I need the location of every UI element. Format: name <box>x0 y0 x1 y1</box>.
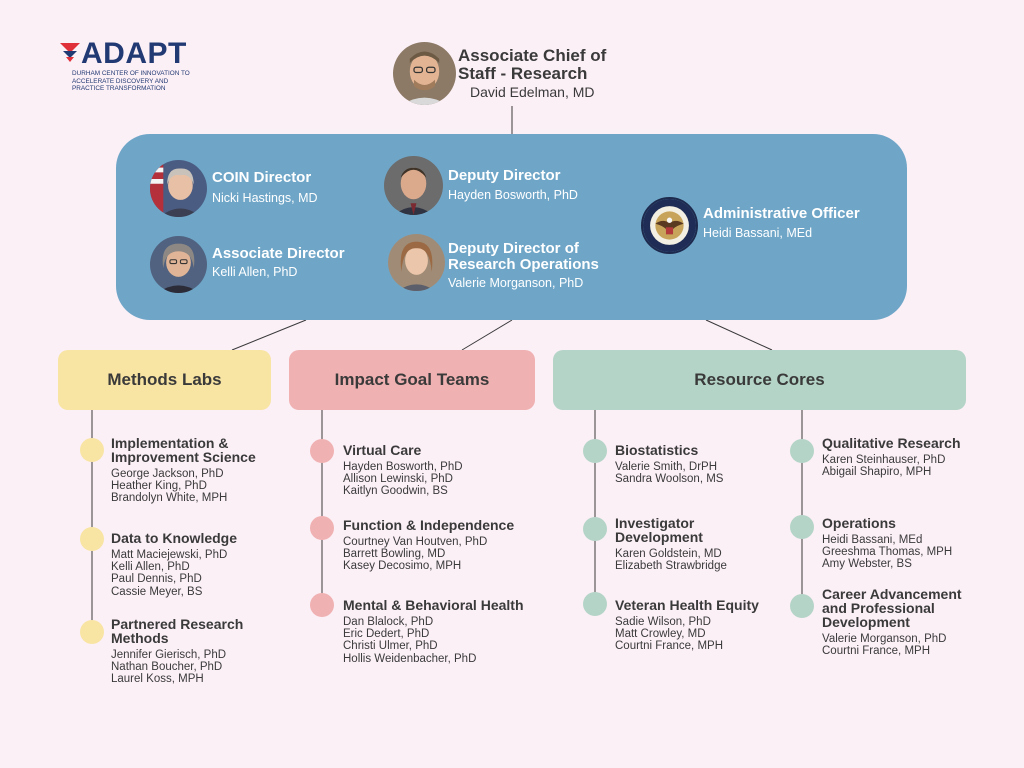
item-title: Mental & Behavioral Health <box>343 597 524 613</box>
resource-dot-2 <box>583 517 607 541</box>
resource-item-career-advancement: Career Advancement and Professional Deve… <box>822 587 982 657</box>
impact-item-virtual-care: Virtual Care Hayden Bosworth, PhD Alliso… <box>343 443 533 498</box>
resource-item-investigator-development: Investigator Development Karen Goldstein… <box>615 516 765 572</box>
flag-chevron-icon <box>60 43 80 62</box>
portrait-photo-coin-director <box>150 160 207 217</box>
member-name: Hayden Bosworth, PhD <box>343 461 463 473</box>
methods-labs-header: Methods Labs <box>58 350 271 410</box>
member-name: Matt Crowley, MD <box>615 628 706 641</box>
member-name: Courtni France, MPH <box>822 645 931 658</box>
item-title: Virtual Care <box>343 442 422 458</box>
item-title: Biostatistics <box>615 442 699 458</box>
logo-subtitle: DURHAM CENTER OF INNOVATION TO ACCELERAT… <box>72 70 190 92</box>
member-name: Jennifer Gierisch, PhD <box>111 649 227 661</box>
member-name: Karen Steinhauser, PhD <box>822 454 946 466</box>
member-name: Courtney Van Houtven, PhD <box>343 536 488 548</box>
methods-item-data-to-knowledge: Data to Knowledge Matt Maciejewski, PhD … <box>111 531 291 598</box>
admin-officer-title: Administrative Officer <box>703 205 860 222</box>
impact-dot-1 <box>310 439 334 463</box>
logo-name: ADAPT <box>81 37 187 70</box>
member-name: Greeshma Thomas, MPH <box>822 546 953 559</box>
resource-item-veteran-health-equity: Veteran Health Equity Sadie Wilson, PhD … <box>615 598 795 653</box>
item-title: Veteran Health Equity <box>615 597 759 613</box>
va-seal-icon <box>641 197 698 254</box>
deputy-director-ops-title: Deputy Director of Research Operations <box>448 240 599 273</box>
member-name: Kelli Allen, PhD <box>111 561 190 574</box>
resource-item-biostatistics: Biostatistics Valerie Smith, DrPH Sandra… <box>615 443 795 485</box>
resource-dot-1 <box>583 439 607 463</box>
member-name: Kasey Decosimo, MPH <box>343 560 462 573</box>
methods-item-implementation: Implementation & Improvement Science Geo… <box>111 436 291 505</box>
item-title: Partnered Research Methods <box>111 616 244 646</box>
item-title: Investigator Development <box>615 515 703 545</box>
member-name: Amy Webster, BS <box>822 558 912 571</box>
member-name: Sandra Woolson, MS <box>615 473 724 486</box>
item-title: Career Advancement and Professional Deve… <box>822 586 962 630</box>
adapt-logo: ADAPT DURHAM CENTER OF INNOVATION TO ACC… <box>60 37 200 93</box>
resource-dot-4 <box>790 439 814 463</box>
acos-name: David Edelman, MD <box>470 84 595 100</box>
member-name: Courtni France, MPH <box>615 640 724 653</box>
admin-officer-name: Heidi Bassani, MEd <box>703 226 813 240</box>
portrait-photo-deputy-director <box>384 156 443 215</box>
impact-dot-3 <box>310 593 334 617</box>
member-name: Kaitlyn Goodwin, BS <box>343 485 448 498</box>
member-name: Brandolyn White, MPH <box>111 492 228 505</box>
impact-item-function: Function & Independence Courtney Van Hou… <box>343 518 533 573</box>
coin-director-title: COIN Director <box>212 169 312 186</box>
leadership-box <box>116 134 907 320</box>
resource-dot-3 <box>583 592 607 616</box>
member-name: Barrett Bowling, MD <box>343 548 446 561</box>
resource-item-qualitative-research: Qualitative Research Karen Steinhauser, … <box>822 436 962 478</box>
item-title: Data to Knowledge <box>111 530 238 546</box>
member-name: Abigail Shapiro, MPH <box>822 466 932 479</box>
member-name: Nathan Boucher, PhD <box>111 661 223 674</box>
member-name: Hollis Weidenbacher, PhD <box>343 652 477 665</box>
member-name: Eric Dedert, PhD <box>343 628 430 641</box>
member-name: Cassie Meyer, BS <box>111 585 203 598</box>
associate-director-name: Kelli Allen, PhD <box>212 265 298 279</box>
acos-title: Associate Chief of Staff - Research <box>458 46 607 83</box>
resource-dot-6 <box>790 594 814 618</box>
impact-item-mental-health: Mental & Behavioral Health Dan Blalock, … <box>343 598 543 665</box>
item-title: Qualitative Research <box>822 435 961 451</box>
resource-cores-header: Resource Cores <box>553 350 966 410</box>
deputy-director-title: Deputy Director <box>448 167 561 184</box>
item-title: Function & Independence <box>343 517 515 533</box>
methods-item-partnered: Partnered Research Methods Jennifer Gier… <box>111 617 291 686</box>
resource-item-operations: Operations Heidi Bassani, MEd Greeshma T… <box>822 516 1002 571</box>
member-name: Karen Goldstein, MD <box>615 548 722 560</box>
deputy-director-name: Hayden Bosworth, PhD <box>448 188 578 202</box>
resource-dot-5 <box>790 515 814 539</box>
portrait-photo-associate-director <box>150 236 207 293</box>
portrait-photo-acos <box>393 42 456 105</box>
impact-goal-teams-header: Impact Goal Teams <box>289 350 535 410</box>
item-title: Operations <box>822 515 896 531</box>
associate-director-title: Associate Director <box>212 245 345 262</box>
methods-dot-3 <box>80 620 104 644</box>
member-name: Valerie Morganson, PhD <box>822 633 947 645</box>
item-title: Implementation & Improvement Science <box>111 435 256 465</box>
member-name: Dan Blalock, PhD <box>343 616 434 628</box>
portrait-photo-deputy-director-ops <box>388 234 445 291</box>
member-name: Elizabeth Strawbridge <box>615 560 727 573</box>
coin-director-name: Nicki Hastings, MD <box>212 191 318 205</box>
member-name: Laurel Koss, MPH <box>111 673 204 686</box>
member-name: Valerie Smith, DrPH <box>615 461 718 473</box>
member-name: Matt Maciejewski, PhD <box>111 549 228 561</box>
impact-dot-2 <box>310 516 334 540</box>
methods-dot-1 <box>80 438 104 462</box>
member-name: Heather King, PhD <box>111 480 207 493</box>
methods-dot-2 <box>80 527 104 551</box>
member-name: Sadie Wilson, PhD <box>615 616 711 628</box>
member-name: Christi Ulmer, PhD <box>343 640 438 653</box>
member-name: Allison Lewinski, PhD <box>343 473 453 486</box>
member-name: George Jackson, PhD <box>111 468 224 480</box>
deputy-director-ops-name: Valerie Morganson, PhD <box>448 276 584 290</box>
member-name: Heidi Bassani, MEd <box>822 534 923 546</box>
member-name: Paul Dennis, PhD <box>111 573 202 586</box>
